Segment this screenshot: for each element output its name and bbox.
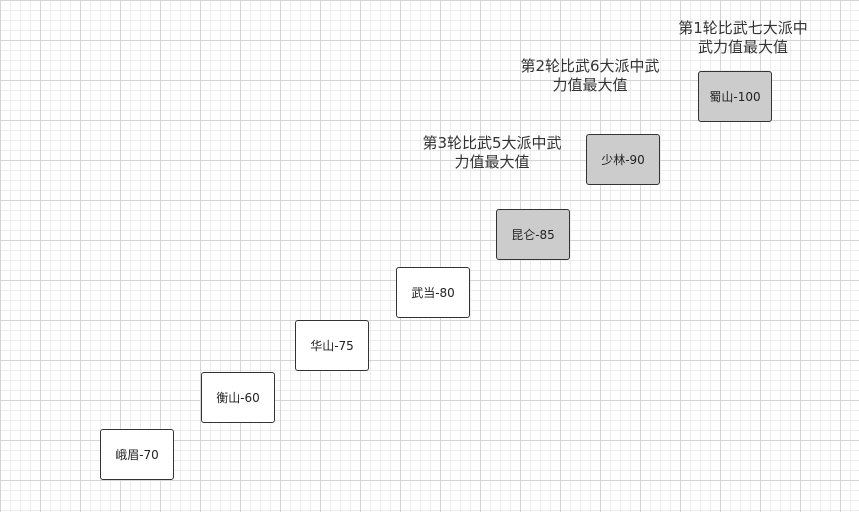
node-huashan[interactable]: 华山-75	[295, 320, 369, 371]
node-label: 华山-75	[310, 339, 354, 353]
note-line: 力值最大值	[454, 153, 530, 171]
node-emei[interactable]: 峨眉-70	[100, 429, 174, 480]
node-kunlun[interactable]: 昆仑-85	[496, 209, 570, 260]
note-round-3: 第3轮比武5大派中武 力值最大值	[412, 134, 572, 172]
node-shaolin[interactable]: 少林-90	[586, 134, 660, 185]
node-label: 蜀山-100	[709, 90, 761, 104]
node-label: 武当-80	[411, 286, 455, 300]
note-round-2: 第2轮比武6大派中武 力值最大值	[510, 57, 670, 95]
node-label: 衡山-60	[216, 391, 260, 405]
note-line: 力值最大值	[552, 76, 628, 94]
note-line: 武力值最大值	[697, 38, 788, 56]
node-label: 峨眉-70	[115, 448, 159, 462]
node-label: 昆仑-85	[511, 228, 555, 242]
node-shushan[interactable]: 蜀山-100	[698, 71, 772, 122]
node-hengshan[interactable]: 衡山-60	[201, 372, 275, 423]
note-line: 第2轮比武6大派中武	[520, 57, 660, 75]
node-wudang[interactable]: 武当-80	[396, 267, 470, 318]
note-round-1: 第1轮比武七大派中 武力值最大值	[668, 19, 818, 57]
note-line: 第1轮比武七大派中	[678, 19, 808, 37]
note-line: 第3轮比武5大派中武	[422, 134, 562, 152]
node-label: 少林-90	[601, 153, 645, 167]
